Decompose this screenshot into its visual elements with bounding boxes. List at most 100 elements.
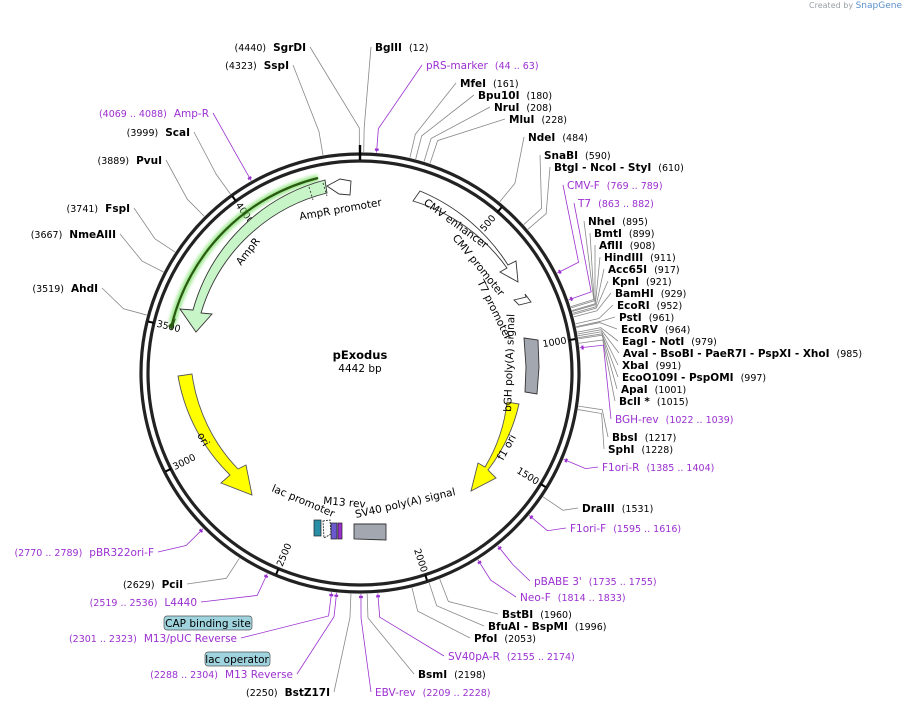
tick-mark: [231, 195, 237, 202]
enzyme-position: (1217): [645, 433, 677, 444]
enzyme-name: BstBI: [502, 609, 533, 621]
primer-range: (1022 .. 1039): [666, 415, 734, 426]
enzyme-position: (929): [661, 289, 687, 300]
tick-mark: [569, 338, 576, 341]
enzyme-label-kpni: KpnI (921): [612, 276, 672, 288]
primer-name: CMV-F: [567, 180, 600, 192]
enzyme-label-ecori: EcoRI(952): [617, 300, 682, 312]
svg-text:lac operator: lac operator: [205, 654, 269, 666]
enzyme-label-draiii: DraIII(1531): [582, 503, 653, 515]
primer-range: (2519 .. 2536): [90, 598, 158, 609]
enzyme-leader-line: [411, 587, 471, 639]
enzyme-label-nmeaiii: (3667)NmeAIII: [31, 229, 116, 241]
primer-leader-line: [497, 545, 531, 582]
primer-label-ebv-rev: EBV-rev(2209 .. 2228): [375, 687, 491, 699]
enzyme-label-btgi: BtgI - NcoI - StyI(610): [554, 162, 684, 174]
watermark: Created by SnapGene: [809, 1, 902, 11]
enzyme-name: ScaI: [165, 127, 190, 139]
enzyme-label-ecorv: EcoRV(964): [621, 324, 690, 336]
primer-label-m13-reverse: (2288 .. 2304)M13 Reverse: [150, 669, 293, 681]
enzyme-label-bpu10i: Bpu10I(180): [478, 90, 552, 102]
plasmid-size: 4442 bp: [338, 363, 382, 375]
enzyme-label-psti: PstI(961): [619, 312, 674, 324]
enzyme-label-snabi: SnaBI(590): [544, 150, 611, 162]
enzyme-label-fspi: (3741)FspI: [67, 203, 130, 215]
enzyme-name: Acc65I: [608, 264, 647, 276]
enzyme-position: (985): [837, 349, 863, 360]
enzyme-position: (921): [646, 277, 672, 288]
tick-label: 1000: [542, 336, 568, 351]
enzyme-position: (3999): [127, 128, 159, 139]
enzyme-position: (979): [691, 337, 717, 348]
enzyme-position: (917): [654, 265, 680, 276]
feature-ampr: [179, 179, 328, 333]
enzyme-name: KpnI: [612, 276, 639, 288]
enzyme-name: NruI: [494, 102, 519, 114]
primer-name: L4440: [164, 597, 197, 609]
primer-binding-mark: [198, 528, 204, 533]
enzyme-leader-line: [542, 496, 579, 511]
primer-leader-line: [528, 514, 567, 532]
feature-ampr-promoter: [326, 178, 352, 196]
enzyme-leader-line: [409, 82, 457, 158]
enzyme-position: (1015): [657, 397, 689, 408]
primer-binding-mark: [263, 574, 269, 579]
enzyme-name: BtgI - NcoI - StyI: [554, 162, 651, 174]
enzyme-leader-line: [366, 593, 415, 675]
enzyme-position: (908): [630, 241, 656, 252]
primer-binding-mark: [557, 269, 562, 274]
primer-label-sv40pa-r: SV40pA-R(2155 .. 2174): [448, 651, 575, 663]
primer-name: T7: [577, 198, 591, 210]
primer-name: M13 Reverse: [225, 669, 293, 681]
enzyme-position: (964): [665, 325, 691, 336]
primer-label-l4440: (2519 .. 2536) L4440: [90, 597, 197, 609]
enzyme-leader-line: [572, 268, 605, 314]
enzyme-name: MfeI: [460, 78, 486, 90]
primer-label-pbabe3: pBABE 3'(1735 .. 1755): [534, 576, 657, 588]
primer-leader-line: [376, 64, 423, 153]
feature-f1-ori: [470, 401, 520, 492]
enzyme-label-nhei: NheI(895): [588, 216, 648, 228]
enzyme-label-sphi: SphI(1228): [608, 444, 673, 456]
label-m13-rev: M13 rev: [323, 495, 366, 511]
enzyme-name: XbaI: [622, 360, 649, 372]
primer-range: (1385 .. 1404): [646, 463, 714, 474]
primer-leader-line: [212, 112, 252, 181]
enzyme-label-ecoo109i: EcoO109I - PspOMI(997): [622, 372, 766, 384]
primer-range: (2209 .. 2228): [423, 688, 491, 699]
enzyme-label-acc65i: Acc65I (917): [608, 264, 680, 276]
primer-leader-line: [240, 592, 333, 639]
enzyme-name: BamHI: [615, 288, 654, 300]
enzyme-leader-line: [578, 405, 609, 438]
enzyme-position: (997): [741, 373, 767, 384]
feature-lac-operator-block: [330, 522, 338, 540]
enzyme-name: NdeI: [528, 132, 555, 144]
enzyme-label-sgrdi: (4440)SgrDI: [235, 42, 306, 54]
primer-leader-line: [377, 593, 445, 657]
tick-label: 3500: [155, 319, 181, 335]
enzyme-label-pfoi: PfoI(2053): [474, 633, 536, 645]
enzyme-leader-line: [101, 287, 147, 316]
enzyme-label-hindiii: HindIII(911): [604, 252, 676, 264]
enzyme-name: HindIII: [604, 252, 643, 264]
primer-label-prs-marker: pRS-marker(44 .. 63): [426, 60, 539, 72]
enzyme-leader-line: [578, 339, 616, 402]
primer-range: (1595 .. 1616): [613, 524, 681, 535]
enzyme-position: (228): [541, 115, 567, 126]
primer-leader-line: [296, 592, 337, 675]
watermark-prefix: Created by: [809, 1, 854, 10]
tick-mark: [540, 483, 547, 488]
enzyme-name: DraIII: [582, 503, 615, 515]
enzyme-leader-line: [576, 322, 618, 330]
enzyme-label-bcli: BclI *(1015): [619, 396, 688, 408]
enzyme-name: ApaI: [621, 384, 648, 396]
tick-mark: [147, 320, 155, 324]
enzyme-leader-line: [578, 334, 618, 390]
enzyme-name: AvaI - BsoBI - PaeR7I - PspXI - XhoI: [623, 348, 830, 360]
enzyme-leader-line: [578, 333, 619, 378]
feature-t7-promoter: [513, 293, 532, 306]
enzyme-position: (961): [649, 313, 675, 324]
enzyme-leader-line: [363, 46, 372, 153]
primer-leader-line: [477, 559, 517, 598]
